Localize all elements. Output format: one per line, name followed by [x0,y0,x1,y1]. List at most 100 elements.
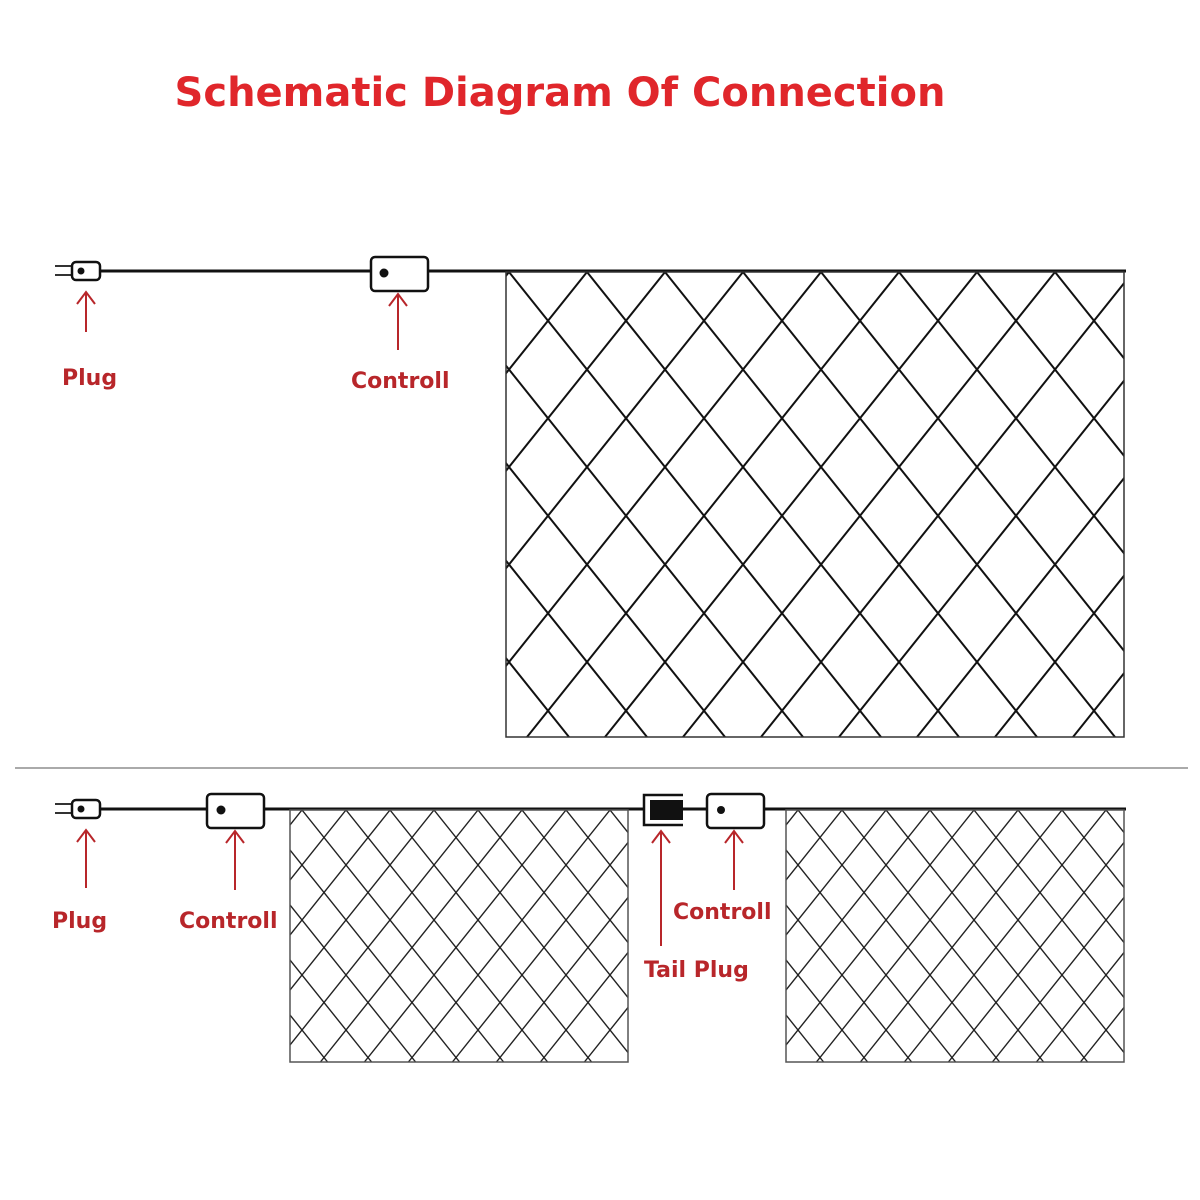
arrow-icon [76,828,744,946]
net-wire [786,810,975,1047]
net-wire [301,810,505,1062]
net-wire [1123,1061,1124,1062]
net-wire [59,272,431,737]
net-wire [786,810,887,937]
net-wire [1150,810,1200,1062]
net-wire [1151,272,1200,737]
net-wire [994,574,1124,737]
net-wire [1072,671,1124,737]
net-wire [552,810,754,1062]
net-wire [1194,810,1200,1062]
net-wire [477,810,628,999]
net-wire [290,848,461,1062]
net-wire [332,810,534,1062]
net-wire [874,810,1076,1062]
net-wire [290,903,417,1062]
net-wire [1168,810,1200,1062]
net-wire [1079,1006,1124,1062]
net-mesh [332,810,1200,1062]
net-wire [433,810,628,1054]
net-wire [319,810,523,1062]
net-wire [698,810,900,1062]
net-wire [506,461,726,737]
net-wire [0,810,38,1062]
net-wire [742,810,944,1062]
controller-label: Controll [351,369,449,394]
net-wire [38,810,240,1062]
net-wire [786,810,843,882]
plug-label: Plug [52,909,107,934]
net-wire [290,810,479,1047]
net-wire [506,272,510,278]
net-wire [506,272,744,570]
net-wire [363,810,567,1062]
net-wire [1035,951,1124,1062]
net-wire [583,1006,628,1062]
net-wire [586,272,960,737]
net-wire [0,272,41,737]
net-mesh [0,272,1200,737]
net-wire [389,810,593,1062]
net-wire [506,559,648,737]
net-wire [1061,810,1124,889]
net-wire [345,810,549,1062]
net-wire [0,810,82,1062]
controller-icon [369,255,430,293]
net-wire [786,810,988,1062]
net-wire [820,272,1124,653]
net-wire [672,810,874,1062]
net-wire [508,810,710,1062]
plug-icon [55,260,102,282]
net-wire [508,272,882,737]
net-wire [290,1013,329,1062]
net-wire [786,810,931,992]
net-wire [830,810,1032,1062]
net-wire [898,272,1124,555]
controller-label: Controll [179,909,277,934]
net-wire [290,958,373,1062]
net-light-panel [0,271,1200,738]
net-wire [0,272,275,737]
net-wire [12,810,214,1062]
net-wire [290,810,347,882]
net-wire [742,272,1116,737]
net-wire [0,272,119,737]
net-wire [464,810,666,1062]
net-wire [82,810,284,1062]
net-wire [119,272,491,737]
net-wire [841,810,1045,1062]
net-wire [1133,272,1200,737]
net-wire [565,810,628,889]
net-wire [41,272,413,737]
net-wire [290,810,435,992]
net-wire [838,379,1124,737]
net-wire [376,810,578,1062]
net-wire [1017,810,1124,944]
net-wire [991,896,1124,1062]
plug-icon [55,798,102,820]
net-wire [903,810,1107,1062]
arrow-icon [76,290,408,350]
net-wire [973,810,1124,999]
diagram-title: Schematic Diagram Of Connection [174,70,946,116]
controller-icon [205,792,266,830]
net-wire [916,476,1124,737]
net-wire [534,810,736,1062]
net-light-panel [332,809,1200,1063]
net-wire [664,272,1038,737]
net-wire [682,272,1056,737]
net-wire [885,810,1089,1062]
net-wire [506,364,804,737]
tail-plug-icon [642,793,683,827]
net-wire [929,810,1124,1054]
net-wire [627,1061,628,1062]
net-wire [526,272,900,737]
plug-label: Plug [62,366,117,391]
net-wire [604,272,978,737]
net-wire [859,810,1063,1062]
net-wire [976,272,1124,458]
net-wire [451,841,628,1062]
net-mesh [0,810,1076,1062]
